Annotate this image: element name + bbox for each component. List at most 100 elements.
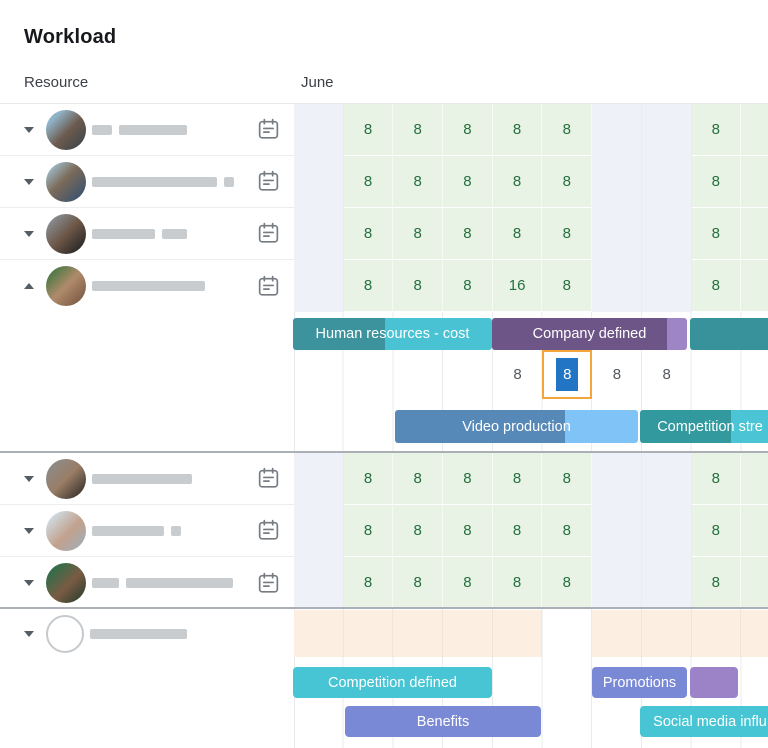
task-bar-unlabeled[interactable] (690, 318, 768, 350)
schedule-button[interactable] (256, 571, 281, 596)
day-cell[interactable]: 8 (691, 208, 742, 260)
day-cell[interactable]: 8 (542, 208, 593, 260)
day-cell[interactable]: 8 (443, 104, 493, 156)
day-cell[interactable] (294, 208, 344, 260)
day-cell[interactable] (692, 350, 742, 399)
day-cell[interactable]: 8 (513, 366, 522, 383)
resource-row-expanded[interactable] (0, 260, 294, 312)
task-bar-social-media[interactable]: Social media influ (640, 706, 768, 737)
day-cell[interactable] (641, 104, 692, 156)
day-cell[interactable]: 8 (542, 156, 593, 208)
day-cell[interactable] (344, 350, 394, 399)
day-cell[interactable] (294, 156, 344, 208)
chevron-up-icon[interactable] (23, 283, 34, 289)
schedule-button[interactable] (256, 221, 281, 246)
chevron-down-icon[interactable] (23, 580, 34, 586)
day-cell[interactable]: 8 (343, 453, 394, 505)
day-cell[interactable] (443, 610, 493, 657)
day-cell[interactable]: 8 (393, 557, 444, 609)
day-cell[interactable] (741, 156, 768, 208)
day-cell[interactable]: 8 (443, 208, 493, 260)
day-cell[interactable]: 8 (691, 104, 742, 156)
day-cell[interactable] (741, 350, 768, 399)
day-cell[interactable] (592, 505, 642, 557)
chevron-down-icon[interactable] (23, 527, 34, 534)
day-cell[interactable] (741, 505, 768, 557)
resource-row[interactable] (0, 104, 294, 156)
day-cell[interactable] (641, 156, 692, 208)
day-cell[interactable] (741, 557, 768, 609)
day-cell[interactable] (641, 610, 692, 657)
chevron-down-icon[interactable] (23, 630, 34, 637)
day-cell[interactable] (641, 208, 692, 260)
day-cell[interactable]: 8 (492, 104, 543, 156)
schedule-button[interactable] (256, 518, 281, 543)
day-cell[interactable]: 8 (492, 156, 543, 208)
day-cell[interactable]: 8 (542, 453, 593, 505)
day-cell[interactable] (343, 610, 394, 657)
day-cell[interactable] (294, 260, 344, 312)
day-cell[interactable]: 8 (691, 453, 742, 505)
day-cell[interactable] (542, 610, 592, 657)
resource-row[interactable] (0, 208, 294, 260)
resource-row[interactable] (0, 156, 294, 208)
day-cell[interactable]: 8 (393, 104, 444, 156)
day-cell[interactable]: 8 (542, 505, 593, 557)
day-cell[interactable] (691, 610, 742, 657)
day-cell[interactable]: 8 (443, 453, 493, 505)
chevron-down-icon[interactable] (23, 475, 34, 482)
schedule-button[interactable] (256, 466, 281, 491)
day-cell[interactable]: 16 (492, 260, 543, 312)
day-cell[interactable] (641, 505, 692, 557)
day-cell[interactable] (294, 610, 344, 657)
day-cell[interactable] (641, 453, 692, 505)
day-cell[interactable]: 8 (443, 557, 493, 609)
day-cell[interactable] (294, 453, 344, 505)
day-cell[interactable]: 8 (343, 557, 394, 609)
day-cell[interactable] (443, 350, 493, 399)
day-cell[interactable]: 8 (691, 156, 742, 208)
day-cell[interactable]: 8 (393, 453, 444, 505)
task-bar-promotions[interactable]: Promotions (592, 667, 687, 698)
day-cell[interactable]: 8 (343, 104, 394, 156)
day-cell[interactable]: 8 (492, 505, 543, 557)
day-cell[interactable] (592, 156, 642, 208)
day-cell[interactable]: 8 (492, 453, 543, 505)
day-cell[interactable]: 8 (691, 557, 742, 609)
task-bar-video-production[interactable]: Video production (395, 410, 638, 443)
day-cell[interactable]: 8 (691, 505, 742, 557)
task-bar-unlabeled[interactable] (690, 667, 738, 698)
day-cell[interactable]: 8 (343, 505, 394, 557)
task-bar-competition-defined[interactable]: Competition defined (293, 667, 492, 698)
day-cell[interactable] (741, 260, 768, 312)
schedule-button[interactable] (256, 274, 281, 299)
day-cell[interactable] (393, 610, 444, 657)
task-bar-human-resources-cost[interactable]: Human resources - cost (293, 318, 492, 350)
chevron-down-icon[interactable] (23, 230, 34, 237)
day-cell[interactable] (393, 350, 443, 399)
day-cell[interactable] (592, 208, 642, 260)
day-cell[interactable] (294, 505, 344, 557)
day-cell[interactable]: 8 (343, 208, 394, 260)
day-cell[interactable]: 8 (492, 557, 543, 609)
day-cell[interactable]: 8 (443, 505, 493, 557)
task-bar-company-defined[interactable]: Company defined (492, 318, 687, 350)
day-cell[interactable]: 8 (542, 557, 593, 609)
day-cell[interactable] (641, 557, 692, 609)
task-bar-competition[interactable]: Competition stre (640, 410, 768, 443)
day-cell[interactable]: 8 (343, 260, 394, 312)
resource-row[interactable] (0, 453, 294, 505)
day-cell[interactable]: 8 (662, 366, 671, 383)
day-cell[interactable]: 8 (393, 505, 444, 557)
day-cell[interactable] (294, 350, 344, 399)
resource-row[interactable] (0, 557, 294, 609)
day-cell[interactable]: 8 (492, 208, 543, 260)
unassigned-row[interactable] (0, 610, 294, 657)
day-cell[interactable]: 8 (612, 366, 622, 383)
task-bar-benefits[interactable]: Benefits (345, 706, 541, 737)
chevron-down-icon[interactable] (23, 178, 34, 185)
day-cell[interactable] (592, 453, 642, 505)
day-cell[interactable] (492, 610, 543, 657)
day-cell[interactable] (741, 208, 768, 260)
day-cell[interactable] (641, 260, 692, 312)
